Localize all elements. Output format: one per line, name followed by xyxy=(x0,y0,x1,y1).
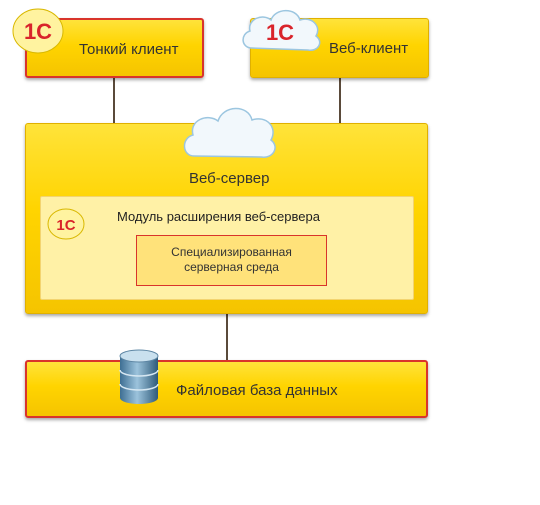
connector-web-client-to-server xyxy=(339,78,341,123)
extension-1c-logo-icon: 1С xyxy=(47,208,85,240)
svg-text:1С: 1С xyxy=(56,217,75,234)
special-env-line2: серверная среда xyxy=(184,260,279,274)
special-env-box: Специализированная серверная среда xyxy=(136,235,327,286)
thin-client-label: Тонкий клиент xyxy=(79,41,179,58)
special-env-line1: Специализированная xyxy=(171,245,292,259)
svg-text:1С: 1С xyxy=(24,19,52,44)
extension-module-label: Модуль расширения веб-сервера xyxy=(117,209,320,224)
cloud-1c-icon: 1С xyxy=(242,9,321,51)
thin-client-box: Тонкий клиент xyxy=(25,18,204,78)
database-icon xyxy=(119,349,159,404)
file-database-box: Файловая база данных xyxy=(25,360,428,418)
svg-text:1С: 1С xyxy=(266,20,294,45)
web-client-box: Веб-клиент xyxy=(250,18,429,78)
1c-logo-icon: 1С xyxy=(12,8,64,54)
web-client-label: Веб-клиент xyxy=(329,40,409,57)
web-server-label: Веб-сервер xyxy=(189,170,270,187)
connector-server-to-database xyxy=(226,314,228,360)
extension-module-panel: Модуль расширения веб-сервера Специализи… xyxy=(40,196,414,300)
file-database-label: Файловая база данных xyxy=(176,382,338,399)
connector-thin-client-to-server xyxy=(113,78,115,123)
web-server-cloud-icon xyxy=(183,107,276,158)
